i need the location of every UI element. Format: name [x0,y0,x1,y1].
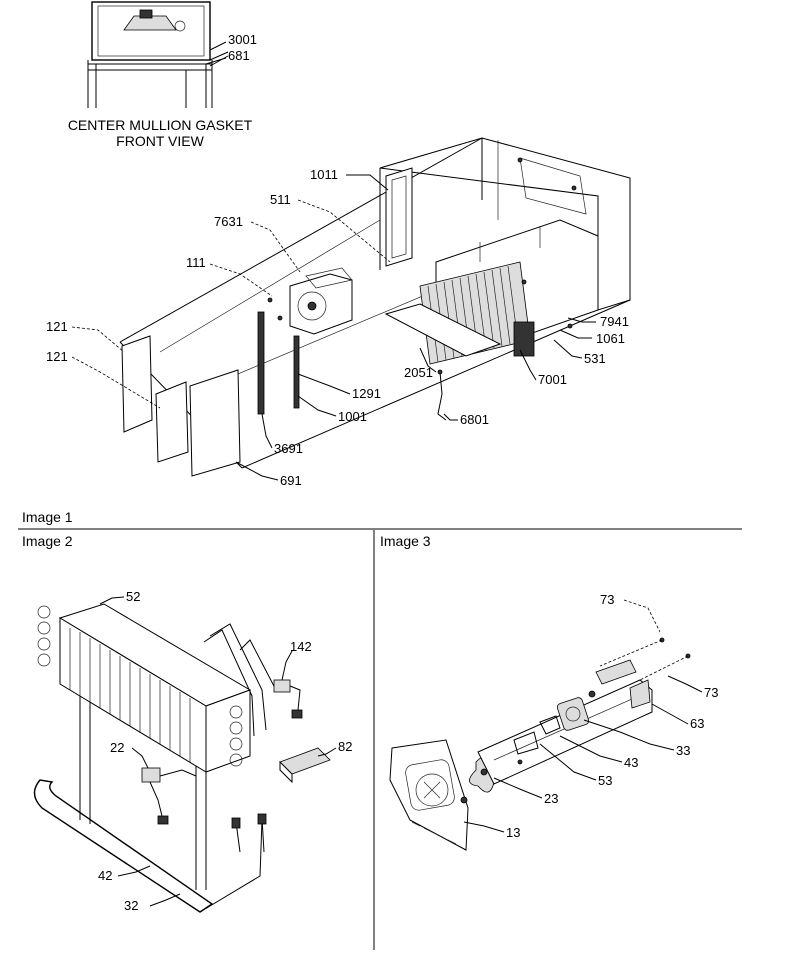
callout-691: 691 [280,473,302,488]
callout-1291: 1291 [352,386,381,401]
callout-7631: 7631 [214,214,243,229]
callout-73-upper: 73 [600,592,614,607]
callout-681: 681 [228,48,250,63]
callout-121-lower: 121 [46,349,68,364]
callout-531: 531 [584,351,606,366]
callout-53: 53 [598,773,612,788]
callout-13: 13 [506,825,520,840]
callout-43: 43 [624,755,638,770]
callout-1001: 1001 [338,409,367,424]
callout-511: 511 [270,192,291,207]
callout-23: 23 [544,791,558,806]
callout-6801: 6801 [460,412,489,427]
callout-111: 111 [186,255,206,270]
callout-3691: 3691 [274,441,303,456]
image1-assembly [119,137,631,477]
callout-42: 42 [98,868,112,883]
callout-142: 142 [290,639,312,654]
panel-label-image2: Image 2 [22,533,73,549]
callout-33: 33 [676,743,690,758]
callout-121-upper: 121 [46,319,68,334]
callout-52: 52 [126,589,140,604]
callout-1061: 1061 [596,331,625,346]
mullion-gasket-view [87,1,229,108]
gasket-caption-line1: CENTER MULLION GASKET [68,117,253,133]
image3-fan-assembly [389,637,691,851]
panel-label-image1: Image 1 [22,509,73,525]
callout-63: 63 [690,716,704,731]
fan-motor [556,697,590,731]
callout-7001: 7001 [538,372,567,387]
fan-assembly [289,267,353,335]
callout-7941: 7941 [600,314,629,329]
callout-1011: 1011 [310,167,338,182]
panel-label-image3: Image 3 [380,533,431,549]
callout-32: 32 [124,898,138,913]
image2-evaporator [33,603,331,913]
callout-3001: 3001 [228,32,257,47]
callout-2051: 2051 [404,365,433,380]
callout-73-lower: 73 [704,685,718,700]
callout-82: 82 [338,739,352,754]
callout-22: 22 [110,740,124,755]
gasket-caption-line2: FRONT VIEW [116,133,204,149]
